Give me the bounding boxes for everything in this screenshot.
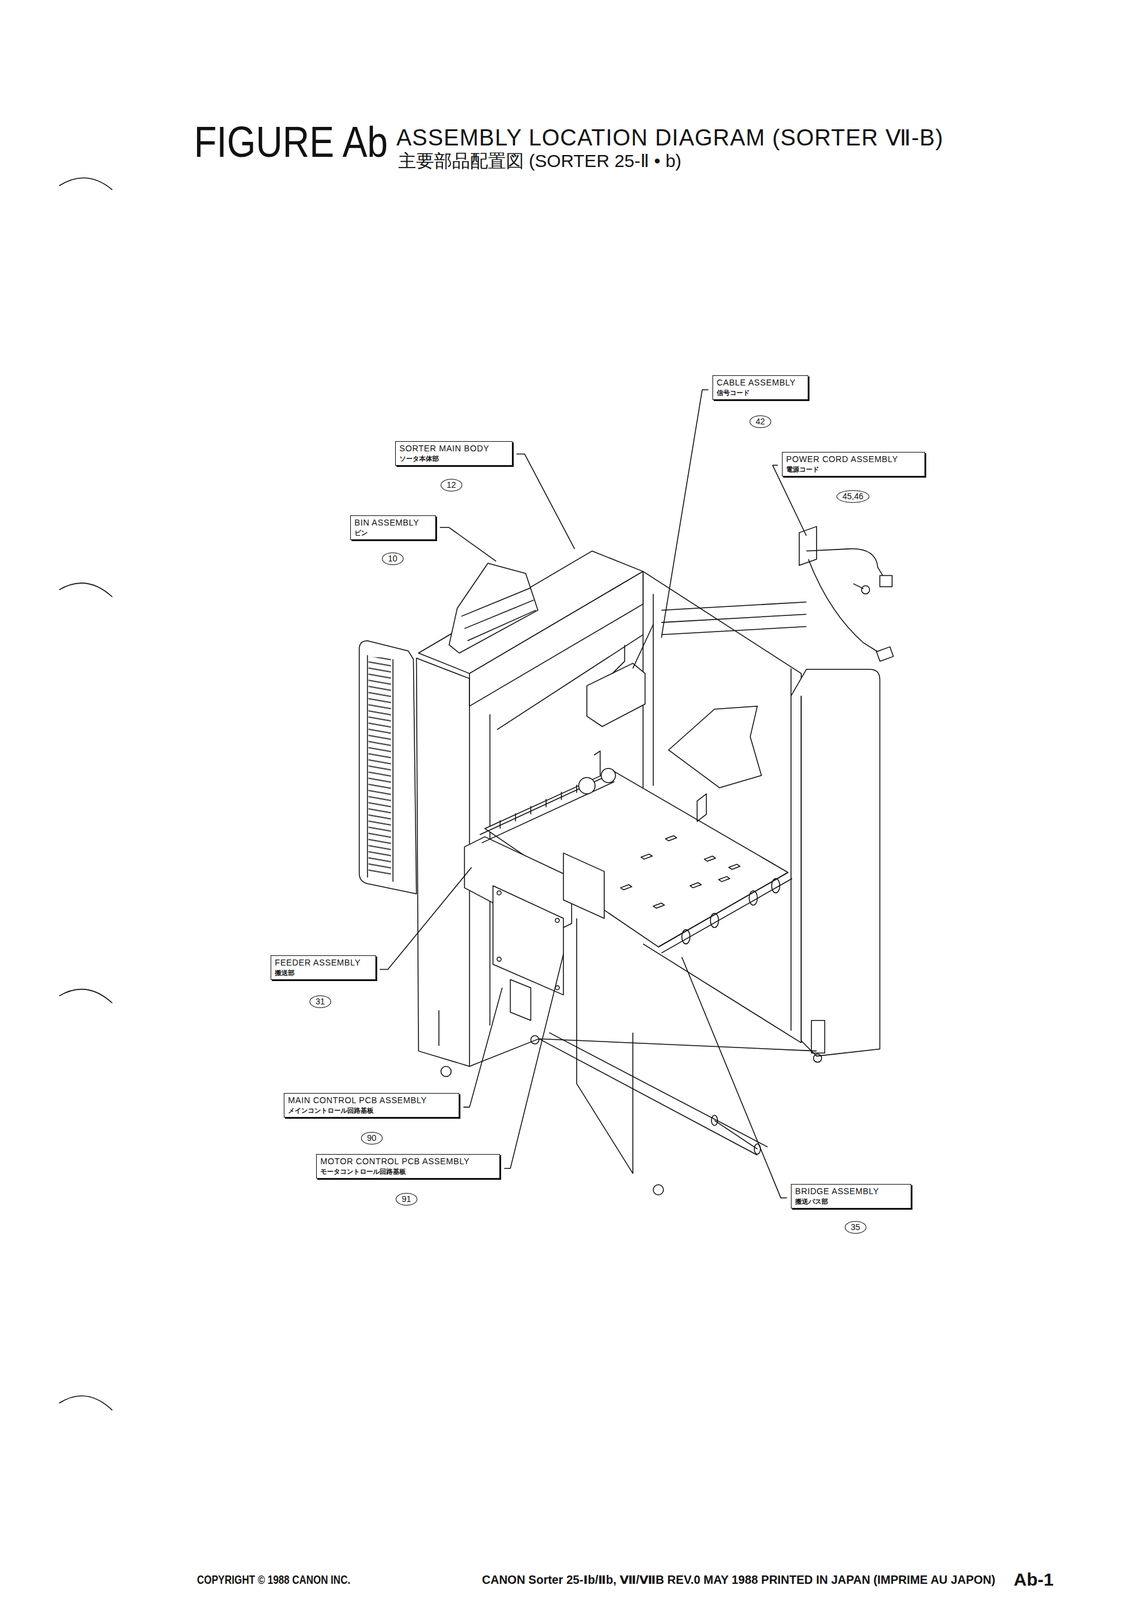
part-name-japanese: 搬送パス部 [795,1197,908,1206]
pcb-plates [492,853,605,1021]
bin-assembly [449,563,538,654]
cable [612,624,654,674]
callout-box: POWER CORD ASSEMBLY電源コード [781,452,926,477]
callout-number-oval: 90 [361,1132,383,1145]
part-name-japanese: 電源コード [786,465,921,474]
part-name: BRIDGE ASSEMBLY [795,1186,908,1198]
callout-number-oval: 10 [381,552,404,566]
part-name: MOTOR CONTROL PCB ASSEMBLY [320,1156,496,1168]
cable-connector [586,663,645,727]
callout-number: 10 [387,553,398,565]
callout-number: 91 [401,1194,412,1205]
callout-number: 42 [755,416,766,427]
leader-line [379,389,807,1199]
feeder-assembly [464,751,616,935]
part-name-japanese: 信号コード [716,388,805,397]
callout-box: SORTER MAIN BODYソータ本体部 [395,441,513,466]
part-name: MAIN CONTROL PCB ASSEMBLY [287,1095,456,1107]
figure-number: FIGURE Ab [193,118,388,166]
callout-box: MAIN CONTROL PCB ASSEMBLYメインコントロール回路基板 [283,1093,460,1118]
callout-number-oval: 12 [440,478,463,492]
callout-box: BRIDGE ASSEMBLY搬送パス部 [790,1184,912,1209]
part-name: POWER CORD ASSEMBLY [786,454,921,466]
callout-number: 12 [446,480,457,491]
callout-number-oval: 42 [749,415,772,429]
part-name: FEEDER ASSEMBLY [274,957,372,969]
callout-number-oval: 31 [309,995,332,1009]
figure-title-japanese: 主要部品配置図 (SORTER 25-Ⅱ • b) [398,150,682,171]
copyright-notice: COPYRIGHT © 1988 CANON INC. [196,1573,351,1587]
callout-number-oval: 91 [395,1193,418,1206]
callout-number: 31 [315,996,326,1008]
callout-number: 90 [367,1133,377,1144]
callout-number-oval: 45,46 [836,490,870,503]
callout-box: BIN ASSEMBLYビン [350,515,436,541]
callout-number: 45,46 [842,491,864,502]
bin-tower [359,641,417,895]
part-name: BIN ASSEMBLY [354,517,432,529]
callout-box: CABLE ASSEMBLY信号コード [712,375,809,400]
callout-number-oval: 35 [844,1221,867,1234]
margin-mark [59,177,113,1411]
figure-title: ASSEMBLY LOCATION DIAGRAM (SORTER Ⅶ-B) [396,125,944,151]
callout-box: FEEDER ASSEMBLY搬送部 [270,955,377,981]
callout-box: MOTOR CONTROL PCB ASSEMBLYモータコントロール回路基板 [316,1154,500,1179]
publication-footer: CANON Sorter 25-Ⅰb/Ⅱb, Ⅶ/ⅦB REV.0 MAY 19… [481,1573,996,1587]
part-name-japanese: 搬送部 [274,968,372,978]
part-name-japanese: ソータ本体部 [399,454,509,463]
page-number: Ab-1 [1013,1569,1054,1590]
power-cord [799,526,894,662]
part-name: SORTER MAIN BODY [399,443,509,455]
part-name-japanese: モータコントロール回路基板 [320,1167,496,1176]
part-name: CABLE ASSEMBLY [716,377,805,389]
part-name-japanese: ビン [354,528,432,538]
bridge-cover [790,669,880,1057]
part-name-japanese: メインコントロール回路基板 [287,1106,456,1115]
bracket [811,1020,825,1054]
callout-number: 35 [850,1222,861,1233]
